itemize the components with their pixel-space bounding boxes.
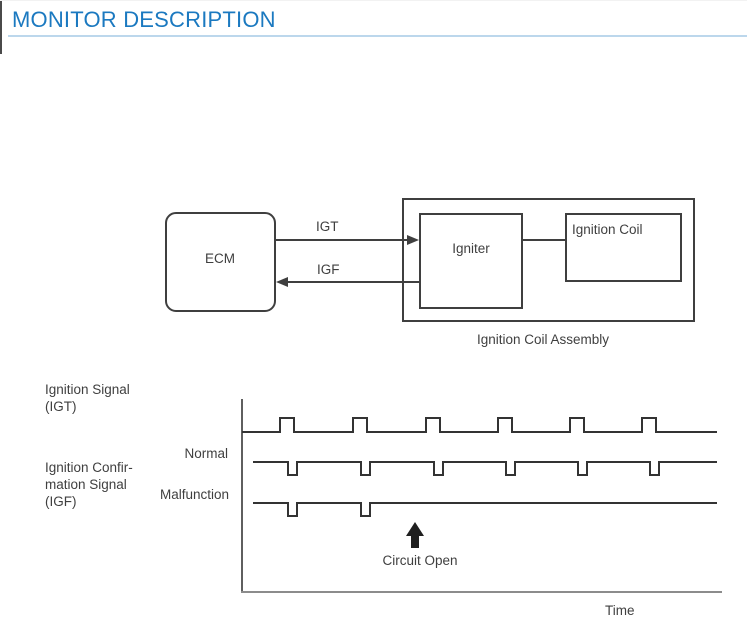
igt-label: IGT — [316, 219, 339, 234]
malfunction-label: Malfunction — [160, 487, 229, 502]
ecm-box — [165, 212, 276, 312]
igf-normal-waveform — [253, 461, 717, 476]
igf-signal-label-line1: Ignition Confir- — [45, 460, 133, 475]
ignition-coil-label: Ignition Coil — [572, 222, 643, 237]
time-axis-label: Time — [605, 603, 635, 618]
page-title: MONITOR DESCRIPTION — [12, 7, 276, 32]
normal-label: Normal — [184, 446, 228, 461]
igt-waveform — [242, 417, 717, 433]
igf-label: IGF — [317, 262, 340, 277]
circuit-open-up-arrow-icon — [406, 522, 424, 548]
igf-signal-label-line2: mation Signal — [45, 477, 127, 492]
ignition-coil-box — [565, 213, 682, 282]
igf-arrowhead-icon — [276, 277, 288, 287]
ignition-signal-label-line2: (IGT) — [45, 399, 77, 414]
ecm-label: ECM — [205, 251, 235, 266]
left-edge-border — [0, 1, 2, 54]
igt-arrowhead-icon — [407, 235, 419, 245]
ignition-signal-label-line1: Ignition Signal — [45, 382, 130, 397]
igniter-label: Igniter — [452, 241, 490, 256]
assembly-caption: Ignition Coil Assembly — [477, 332, 609, 347]
igniter-box — [419, 213, 523, 309]
igf-signal-label-line3: (IGF) — [45, 494, 77, 509]
title-underline — [8, 35, 747, 37]
circuit-open-label: Circuit Open — [382, 553, 457, 568]
igf-malfunction-waveform — [253, 502, 717, 517]
